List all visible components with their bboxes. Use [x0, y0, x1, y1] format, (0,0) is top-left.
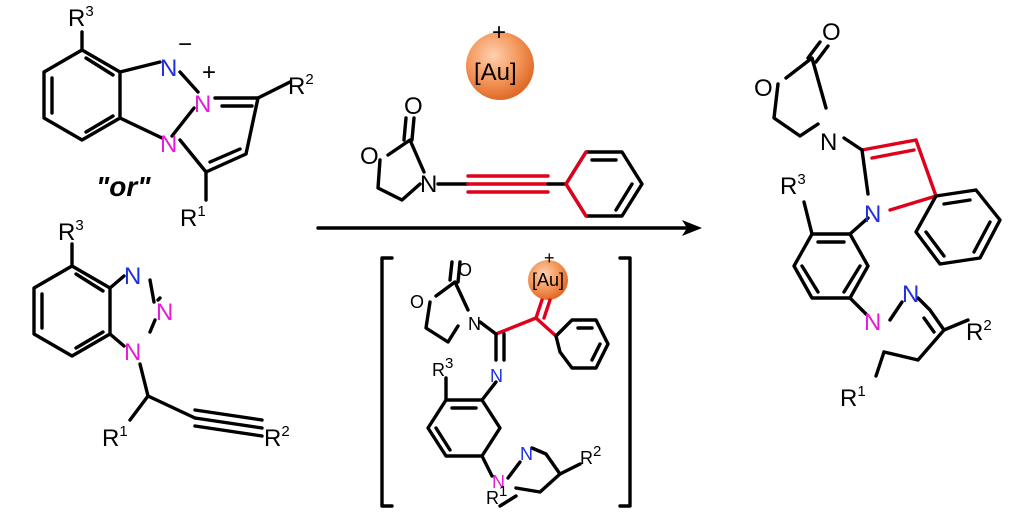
- int-r1-label: R1: [486, 483, 507, 508]
- bracket-right: [618, 256, 632, 508]
- catalyst-label: [Au]: [474, 59, 517, 86]
- catalyst-charge: +: [492, 19, 506, 46]
- intermediate-structure: [424, 260, 610, 508]
- r1-n-plus: N: [194, 91, 211, 118]
- r2-n1: N: [124, 263, 141, 290]
- prod-n-pz1: N: [864, 309, 881, 336]
- ynamide-o-carbonyl: O: [404, 93, 423, 120]
- ynamide-o-ring: O: [360, 143, 379, 170]
- prod-o-carbonyl: O: [822, 19, 841, 46]
- reactant-2-structure: [32, 242, 264, 438]
- r1-r1-label: R1: [180, 203, 206, 232]
- r1-plus-sign: +: [202, 59, 216, 86]
- int-n-amide: N: [468, 314, 481, 334]
- product-structure: [772, 40, 1002, 378]
- r1-r3-label: R3: [68, 3, 94, 32]
- prod-n-pz2: N: [902, 281, 919, 308]
- r2-r1-label: R1: [102, 423, 128, 452]
- prod-r1-label: R1: [840, 383, 866, 412]
- r1-r2-label: R2: [288, 71, 314, 100]
- r1-minus-sign: −: [178, 31, 192, 58]
- gold-catalyst-ball: [466, 32, 534, 100]
- int-au-charge: +: [544, 248, 555, 268]
- int-r3-label: R3: [432, 355, 453, 380]
- r2-r2-label: R2: [264, 423, 290, 452]
- ynamide-structure: [376, 116, 644, 218]
- bracket-left: [380, 256, 394, 508]
- int-n-pz2: N: [520, 444, 533, 464]
- int-n-pz1: N: [492, 472, 505, 492]
- r2-r3-label: R3: [58, 217, 84, 246]
- int-n-imine: N: [490, 366, 503, 386]
- r1-n-ring: N: [160, 131, 177, 158]
- ynamide-n: N: [420, 171, 437, 198]
- prod-r3-label: R3: [780, 171, 806, 200]
- reactant-1-structure: [42, 30, 292, 202]
- r2-n3: N: [124, 339, 141, 366]
- int-o-ring: O: [410, 292, 424, 312]
- prod-n-indole: N: [864, 201, 881, 228]
- r1-n-minus: N: [160, 55, 177, 82]
- or-label: "or": [96, 171, 151, 202]
- intermediate-gold-ball: [528, 260, 568, 300]
- prod-n-amide: N: [820, 129, 837, 156]
- int-o-carbonyl: O: [458, 260, 472, 280]
- prod-o-ring: O: [754, 75, 773, 102]
- int-r2-label: R2: [580, 443, 601, 468]
- int-au-label: [Au]: [532, 270, 564, 290]
- r2-n2: N: [156, 299, 173, 326]
- arrow-head: [682, 220, 702, 236]
- prod-r2-label: R2: [966, 317, 992, 346]
